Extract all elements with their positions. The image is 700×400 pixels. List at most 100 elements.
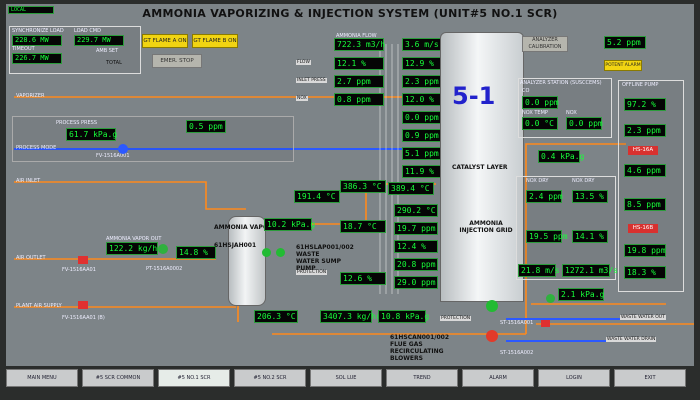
waste-pump-protection[interactable]: PROTECTION [296, 270, 328, 275]
flow-pct-value: 12.1 % [334, 57, 384, 70]
load-value-1: 229.7 MW [74, 35, 124, 46]
vaporizer-tag: 61HSJAH001 [214, 242, 257, 249]
header-press-value: 61.7 kPa.g [66, 128, 117, 141]
load-label-0: SYNCHRONIZE LOAD [12, 28, 64, 34]
valve-icon[interactable] [78, 301, 88, 309]
ammonia-vaporizer [228, 216, 266, 306]
waste-water-drain-label: WASTE WATER DRAIN [606, 337, 657, 342]
tab-trend[interactable]: TREND [386, 369, 458, 387]
air-outlet-label: AIR OUTLET [16, 255, 46, 261]
nox-ppm-value: 0.8 ppm [334, 93, 384, 106]
gt-flame-a-button[interactable]: GT FLAME A ON [142, 34, 188, 48]
blower-a-icon[interactable] [486, 300, 498, 312]
analyzer-temp-label: NOX TEMP [522, 110, 548, 116]
analyzer-temp-value: 0.0 °C [522, 117, 558, 130]
offline-value-2: 4.6 ppm [624, 164, 666, 177]
unit-label: 5-1 [452, 82, 496, 110]
valve-icon[interactable] [546, 294, 555, 303]
avb-tag-2: INLET PRESS [296, 78, 327, 83]
vaporizer-name: AMMONIA VAPORIZER [214, 224, 288, 231]
vaporizer-temp-value: 191.4 °C [294, 190, 340, 203]
valve-icon[interactable] [541, 320, 550, 327]
offline-value-0: 97.2 % [624, 98, 666, 111]
inlet-ppm-value: 2.7 ppm [334, 75, 384, 88]
blower-a-label: ST-1516A001 [500, 320, 534, 326]
emer-stop-button[interactable]: EMER. STOP [152, 54, 202, 68]
analyzer-nox-value: 0.0 ppm [566, 117, 603, 130]
process-press-label: PROCESS PRESS [56, 120, 98, 126]
avb-tag-1: FLOW [296, 60, 311, 65]
right-value-5: 0.9 ppm [402, 129, 442, 142]
gt-flame-b-button[interactable]: GT FLAME B ON [192, 34, 238, 48]
scada-display: AMMONIA VAPORIZING & INJECTION SYSTEM (U… [6, 4, 694, 366]
right-value-4: 0.0 ppm [402, 111, 442, 124]
flue-flow-value: 1272.1 m3/s [562, 264, 618, 277]
flue-press-value: 2.1 kPa.g [558, 288, 604, 301]
tab-exit[interactable]: EXIT [614, 369, 686, 387]
fv-1516a001-label: FV-1516A001 [96, 153, 130, 159]
fv-1516aa01-label: FV-1516AA01 [62, 267, 96, 273]
nox-wet-title: NOX DRY [572, 178, 595, 184]
catalyst-label: CATALYST LAYER [452, 164, 508, 171]
scr-reactor [440, 32, 524, 302]
mid-value-1: 19.7 ppm [394, 222, 438, 235]
vapor-pct-value: 14.8 % [176, 246, 216, 259]
valve-icon[interactable] [78, 256, 88, 264]
dry-value-1: 19.5 ppm [526, 230, 568, 243]
hs16a-button[interactable]: HS-16A [628, 146, 658, 155]
load-label-2: TIMEOUT [12, 46, 35, 52]
valve-icon[interactable] [158, 244, 168, 254]
header-ppm-value: 0.5 ppm [186, 120, 226, 133]
mid-value-3: 20.8 ppm [394, 258, 438, 271]
page-title: AMMONIA VAPORIZING & INJECTION SYSTEM (U… [142, 7, 558, 20]
blower-b-icon[interactable] [486, 330, 498, 342]
tab-sol-lue[interactable]: SOL LUE [310, 369, 382, 387]
hs16b-button[interactable]: HS-16B [628, 224, 658, 233]
load-value-0: 228.6 MW [12, 35, 62, 46]
offline-value-5: 18.3 % [624, 266, 666, 279]
analyzer-co-label: CO [522, 88, 530, 94]
blowers-name: 61HSCAN001/002 FLUE GAS RECIRCULATING BL… [390, 334, 450, 362]
pump-icon[interactable] [262, 248, 271, 257]
injection-grid-label: AMMONIA INJECTION GRID [459, 220, 513, 234]
tab-no2-scr[interactable]: #5 NO.2 SCR [234, 369, 306, 387]
offline-value-3: 8.5 ppm [624, 198, 666, 211]
wet-value-1: 14.1 % [572, 230, 608, 243]
potent-alarm-button[interactable]: POTENT ALARM [604, 60, 642, 71]
blower-protection[interactable]: PROTECTION [440, 316, 472, 321]
wet-value-0: 13.5 % [572, 190, 608, 203]
waste-water-out-label: WASTE WATER OUT [620, 315, 666, 320]
right-value-0: 3.6 m/s [402, 38, 442, 51]
tab-login[interactable]: LOGIN [538, 369, 610, 387]
mode-status-box: LOCAL [8, 6, 54, 14]
tab-no1-scr[interactable]: #5 NO.1 SCR [158, 369, 230, 387]
avb-tag-3: NOX [296, 96, 308, 101]
analyzer-nox-label: NOX [566, 110, 577, 116]
bottom-press-value: 10.8 kPa.g [378, 310, 429, 323]
plant-air-label: PLANT AIR SUPPLY [16, 303, 62, 309]
analyzer-calibration-button[interactable]: ANALYZER CALIBRATION [522, 36, 568, 52]
right-value-2: 2.3 ppm [402, 75, 442, 88]
blower-b-label: ST-1516A002 [500, 350, 534, 356]
tab-main-menu[interactable]: MAIN MENU [6, 369, 78, 387]
mid-value-0: 290.2 °C [394, 204, 438, 217]
valve-icon[interactable] [118, 144, 128, 154]
pump-temp-value: 18.7 °C [340, 220, 386, 233]
offline-pump-title: OFFLINE PUMP [622, 82, 659, 88]
offline-value-1: 2.3 ppm [624, 124, 666, 137]
flue-velocity-value: 21.8 m/s [518, 264, 560, 277]
offline-pump-panel [618, 80, 684, 292]
amb-set-label: AMB SET [96, 48, 119, 54]
water-pct-value: 12.6 % [340, 272, 386, 285]
tab-scr-common[interactable]: #5 SCR COMMON [82, 369, 154, 387]
total-label: TOTAL [106, 60, 122, 66]
dry-value-0: 2.4 ppm [526, 190, 563, 203]
pump-icon[interactable] [276, 248, 285, 257]
fv-1516aa01b-label: FV-1516AA01 (B) [62, 315, 105, 321]
vaporizer-press-value: 10.2 kPa.g [264, 218, 315, 231]
tab-alarm[interactable]: ALARM [462, 369, 534, 387]
mid-value-4: 29.0 ppm [394, 276, 438, 289]
right-value-6: 5.1 ppm [402, 147, 442, 160]
bottom-temp-value: 206.3 °C [254, 310, 298, 323]
